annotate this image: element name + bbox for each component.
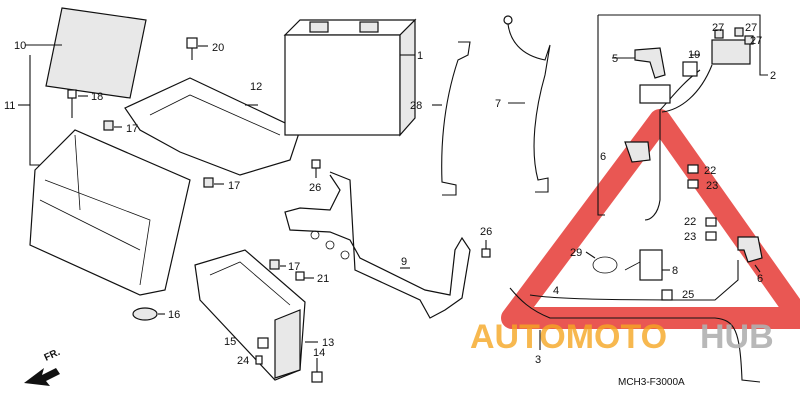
callout-19: 19 bbox=[688, 49, 700, 61]
part-10-mat bbox=[25, 7, 147, 99]
callout-5: 5 bbox=[612, 53, 618, 65]
callout-17-a: 17 bbox=[126, 123, 138, 135]
watermark-text-right: HUB bbox=[700, 318, 774, 356]
front-label: FR. bbox=[43, 347, 62, 364]
callout-4: 4 bbox=[553, 285, 559, 297]
nuts-and-bolts-22-23-25 bbox=[661, 164, 717, 301]
callout-24: 24 bbox=[237, 355, 249, 367]
callout-6-b: 6 bbox=[757, 273, 763, 285]
part-26-bolts bbox=[311, 159, 491, 258]
callout-3: 3 bbox=[535, 354, 541, 366]
callout-6-a: 6 bbox=[600, 151, 606, 163]
callout-17-b: 17 bbox=[228, 180, 240, 192]
part-3-cable bbox=[509, 260, 761, 383]
callout-22-a: 22 bbox=[704, 165, 716, 177]
part-5-cap bbox=[612, 47, 666, 79]
part-8-relay bbox=[624, 249, 670, 281]
callout-27-c: 27 bbox=[750, 35, 762, 47]
callout-23-a: 23 bbox=[706, 180, 718, 192]
part-16-grommet bbox=[132, 307, 165, 321]
callout-9: 9 bbox=[401, 256, 407, 268]
part-29-clamp bbox=[585, 251, 618, 274]
callout-27-b: 27 bbox=[745, 22, 757, 34]
part-2-harness-group bbox=[597, 14, 768, 221]
callout-10: 10 bbox=[14, 40, 26, 52]
callout-13: 13 bbox=[322, 337, 334, 349]
part-6-cap-lower bbox=[737, 236, 763, 273]
part-11-bracket bbox=[18, 55, 45, 166]
diagram-code: MCH3-F3000A bbox=[618, 377, 685, 388]
part-13-cover bbox=[194, 249, 318, 381]
callout-27-a: 27 bbox=[712, 22, 724, 34]
part-28-cable bbox=[432, 41, 471, 196]
watermark-text-left: AUTOMOTO bbox=[470, 318, 667, 356]
part-18-bolt bbox=[67, 89, 88, 118]
callout-26-a: 26 bbox=[309, 182, 321, 194]
callout-7: 7 bbox=[495, 98, 501, 110]
callout-16: 16 bbox=[168, 309, 180, 321]
callout-8: 8 bbox=[672, 265, 678, 277]
part-7-cable bbox=[503, 15, 551, 193]
part-12-tray bbox=[124, 77, 301, 176]
callout-2: 2 bbox=[770, 70, 776, 82]
callout-28: 28 bbox=[410, 100, 422, 112]
part-17-clips bbox=[103, 120, 286, 270]
callout-23-b: 23 bbox=[684, 231, 696, 243]
callout-11: 11 bbox=[4, 100, 15, 112]
callout-20: 20 bbox=[212, 42, 224, 54]
part-1-battery bbox=[283, 18, 417, 137]
callout-22-b: 22 bbox=[684, 216, 696, 228]
callout-14: 14 bbox=[313, 347, 325, 359]
callouts: 10 11 18 20 12 17 17 17 1 28 7 26 26 9 2… bbox=[4, 22, 776, 388]
callout-17-c: 17 bbox=[288, 261, 300, 273]
part-11-battery-box bbox=[29, 129, 191, 296]
callout-18: 18 bbox=[91, 91, 103, 103]
callout-21: 21 bbox=[317, 273, 329, 285]
callout-1: 1 bbox=[417, 50, 423, 62]
small-hardware bbox=[255, 271, 323, 383]
callout-26-b: 26 bbox=[480, 226, 492, 238]
front-arrow-icon bbox=[24, 368, 60, 386]
callout-25: 25 bbox=[682, 289, 694, 301]
part-6-cap-upper bbox=[624, 141, 651, 163]
callout-12: 12 bbox=[250, 81, 262, 93]
part-9-frame bbox=[284, 171, 471, 319]
watermark: AUTOMOTO HUB bbox=[470, 318, 774, 356]
callout-15: 15 bbox=[224, 336, 236, 348]
part-20-bolt bbox=[186, 37, 208, 60]
callout-29: 29 bbox=[570, 247, 582, 259]
